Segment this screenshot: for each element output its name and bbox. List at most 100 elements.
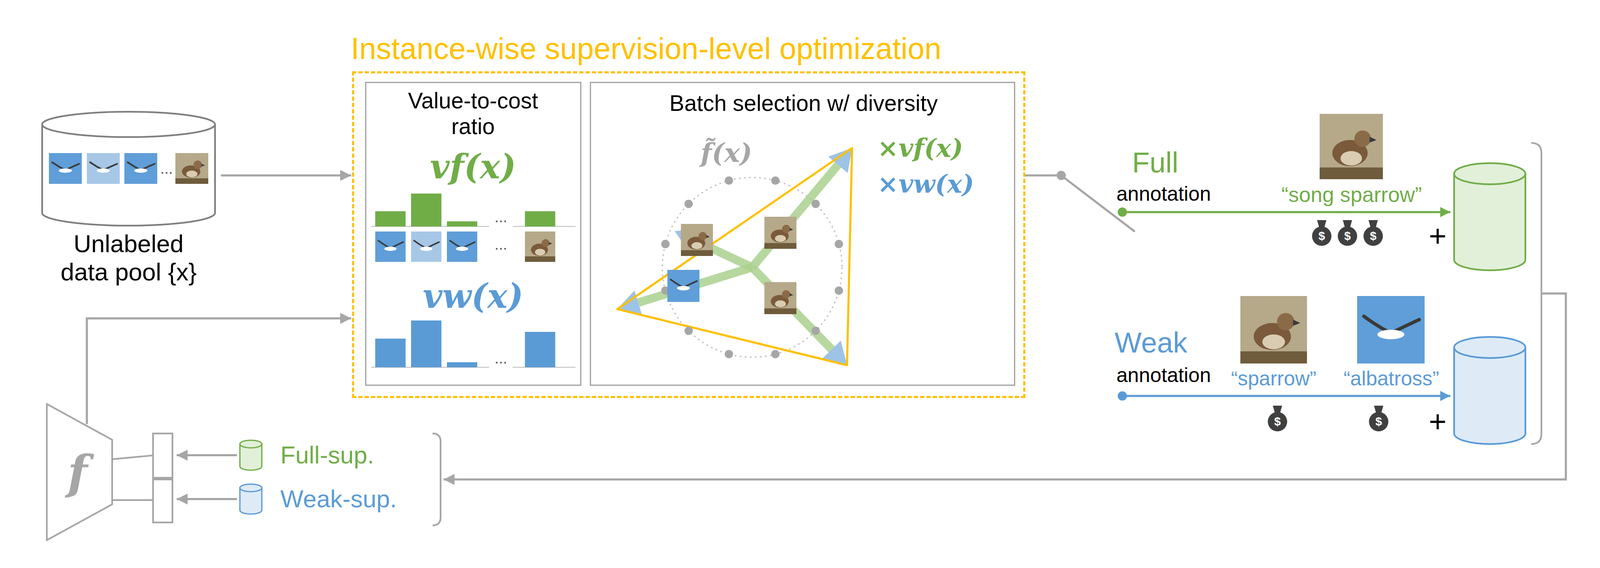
bird-breast <box>1340 150 1363 166</box>
photo-background <box>764 282 797 315</box>
flow-arrow <box>220 174 352 177</box>
panel-title: Batch selection w/ diversity <box>669 90 938 117</box>
cylinder-outline <box>37 107 220 230</box>
store-icon <box>238 438 264 472</box>
batch-selection-panel: Batch selection w/ diversity f̃(x) ×vf(x) ×… <box>589 81 1016 386</box>
node-label: Weak-sup. <box>280 484 397 514</box>
money-bag <box>1312 226 1332 246</box>
photo-background <box>175 153 209 184</box>
panel-title: Value-to-cost ratio <box>392 88 554 140</box>
photo-background <box>667 269 700 302</box>
cost-symbol: $ <box>1274 415 1281 429</box>
photo-background <box>1357 295 1425 364</box>
cost-symbol: $ <box>1369 229 1377 243</box>
bird-body <box>1377 329 1405 339</box>
bird-breast <box>535 248 546 256</box>
value-bar <box>446 221 478 227</box>
full-label-store <box>1454 173 1526 271</box>
model-symbol: f <box>67 446 88 500</box>
bird-body <box>456 246 469 251</box>
flow-arrow <box>176 454 237 457</box>
bird-photo <box>124 153 158 184</box>
bird-photo <box>1357 295 1425 364</box>
flow-arrow <box>176 497 237 501</box>
money-bag <box>1267 411 1288 432</box>
bird-head <box>698 231 708 241</box>
formula: ×vf(x) <box>877 133 964 163</box>
bird-breast <box>774 300 786 308</box>
formula: f̃(x) <box>700 137 753 168</box>
money-bag <box>1368 411 1389 432</box>
bird-photo <box>524 231 556 262</box>
node-label: Unlabeled data pool {x} <box>52 229 205 286</box>
feature-point <box>724 176 734 185</box>
bird-photo <box>375 231 406 262</box>
ellipsis: ... <box>494 208 508 226</box>
plus-sign: + <box>1428 404 1447 439</box>
photo-background <box>124 153 158 184</box>
photo-background <box>680 223 713 256</box>
optimization-frame: Instance-wise supervision-level optimiza… <box>352 71 1026 398</box>
value-bar <box>524 211 556 227</box>
store-icon <box>238 482 264 516</box>
full-head <box>153 433 173 478</box>
full-label-store-top <box>1454 163 1526 185</box>
value-bar <box>375 211 406 227</box>
class-label: “albatross” <box>1343 367 1440 390</box>
selection-arrow <box>638 267 753 303</box>
branch-subtitle: annotation <box>1116 182 1211 206</box>
branch-subtitle: annotation <box>1116 364 1211 387</box>
photo-background <box>411 231 442 262</box>
bird-beak <box>548 242 553 245</box>
value-bar <box>411 193 442 227</box>
bird-photo <box>1319 113 1383 180</box>
feature-point <box>834 286 844 295</box>
bird-body <box>96 168 110 173</box>
bird-breast <box>774 234 786 243</box>
head-link <box>112 455 154 460</box>
photo-background <box>764 216 797 249</box>
weak-sup-store: Weak-sup. <box>238 482 401 516</box>
full-annotation-line <box>1122 211 1451 214</box>
bird-body <box>677 285 690 291</box>
bird-beak <box>789 293 794 297</box>
photo-background <box>1319 113 1383 180</box>
selection-arrow <box>752 267 832 350</box>
photo-background <box>524 231 556 262</box>
value-bar <box>375 338 406 368</box>
weak-annotation-line <box>1122 395 1451 398</box>
bird-body <box>58 168 72 173</box>
bird-beak <box>1369 136 1377 143</box>
bird-head <box>782 290 791 299</box>
cost-symbol: $ <box>1318 229 1326 243</box>
photo-perch <box>680 250 713 256</box>
money-bag <box>1337 226 1358 246</box>
bird-photo <box>175 153 209 184</box>
formula: vf(x) <box>430 147 517 186</box>
bird-breast <box>691 242 703 250</box>
weak-label-store-top <box>1454 336 1526 358</box>
formula: ×vw(x) <box>877 169 974 199</box>
bird-head <box>1354 130 1372 147</box>
photo-perch <box>764 308 797 315</box>
bird-photo <box>764 282 797 315</box>
bird-head <box>1277 312 1295 331</box>
feature-point <box>724 349 734 359</box>
training-bracket <box>432 433 441 526</box>
cylinder-body <box>42 124 216 226</box>
feature-point <box>684 199 693 208</box>
photo-background <box>86 153 120 184</box>
feature-point <box>811 326 821 336</box>
feature-circle <box>662 177 842 358</box>
section-title: Instance-wise supervision-level optimiza… <box>350 31 942 67</box>
value-bar <box>411 320 442 368</box>
value-bar <box>524 331 556 368</box>
head-link <box>112 499 154 501</box>
selection-triangle <box>617 147 853 366</box>
photo-perch <box>1240 351 1307 364</box>
cylinder-top <box>42 111 216 138</box>
photo-background <box>1240 295 1307 364</box>
